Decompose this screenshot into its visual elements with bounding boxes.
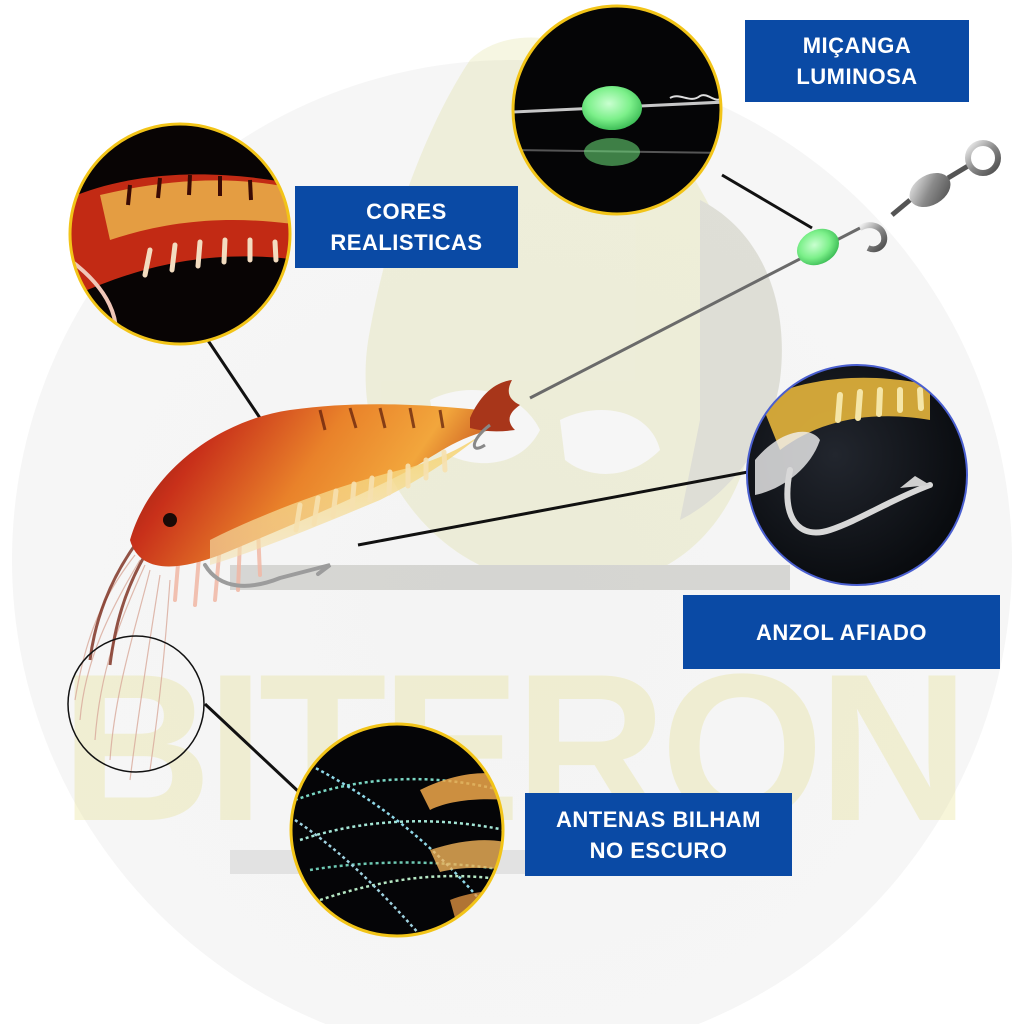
- label-glowing-antennae: ANTENAS BILHAM NO ESCURO: [525, 793, 792, 876]
- label-realistic-colors: CORES REALISTICAS: [295, 186, 518, 268]
- detail-circle-antennae: [289, 722, 505, 938]
- glow-bead: [796, 228, 840, 266]
- connector-lines: [201, 173, 813, 795]
- label-glow-bead-line2: LUMINOSA: [796, 64, 918, 89]
- label-glow-bead: MIÇANGA LUMINOSA: [745, 20, 969, 102]
- watermark-text: BITERON: [61, 630, 964, 865]
- detail-circle-hook: [746, 364, 968, 586]
- label-realistic-colors-line2: REALISTICAS: [330, 230, 483, 255]
- label-sharp-hook: ANZOL AFIADO: [683, 595, 1000, 669]
- label-glowing-antennae-line1: ANTENAS BILHAM: [556, 806, 761, 832]
- label-glow-bead-line1: MIÇANGA: [802, 33, 912, 58]
- antenna-highlight-circle: [67, 635, 205, 773]
- label-realistic-colors-line1: CORES: [366, 199, 447, 224]
- swivel: [858, 140, 1001, 253]
- label-glowing-antennae-line2: NO ESCURO: [589, 837, 728, 863]
- detail-circle-bead: [511, 4, 723, 216]
- detail-circle-colors: [68, 122, 292, 346]
- shrimp-lure: [74, 380, 520, 781]
- label-sharp-hook-line1: ANZOL AFIADO: [756, 619, 927, 645]
